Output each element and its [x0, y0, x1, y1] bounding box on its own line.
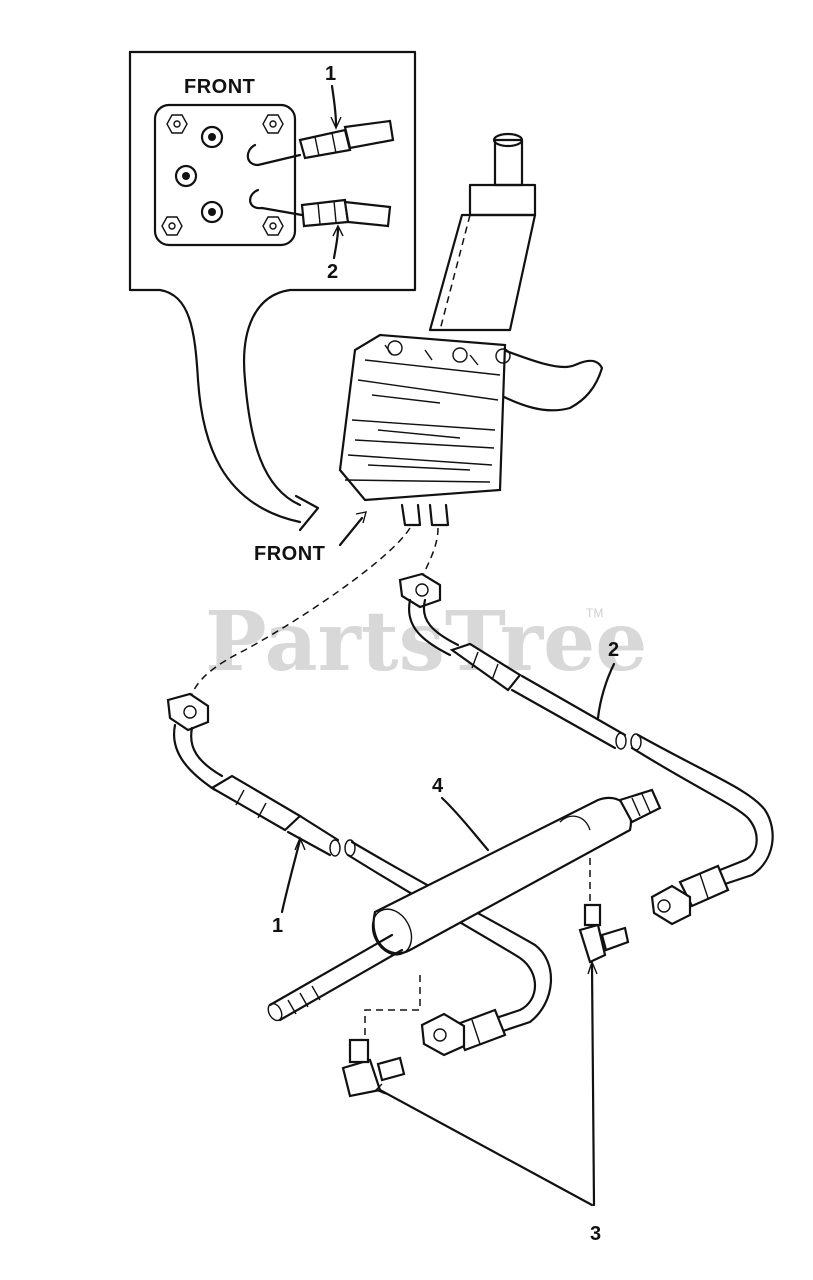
elbow-fitting-right [578, 903, 630, 964]
hose-2-callout: 2 [608, 639, 619, 661]
elbow-right-leader [590, 963, 596, 1207]
cylinder-callout: 4 [432, 775, 444, 797]
watermark-trademark: TM [586, 606, 603, 620]
hose-2: 2 [398, 572, 774, 926]
valve-port-right [428, 503, 450, 527]
plate-ports [174, 125, 224, 224]
elbow-fittings: 3 [341, 903, 630, 1245]
plate-bolts [161, 114, 284, 236]
valve-port-left [400, 503, 422, 527]
inset-callout-1: 1 [325, 63, 336, 85]
main-front-leader [338, 516, 364, 547]
cylinder-leader [440, 796, 490, 852]
inset-hose-1 [298, 119, 395, 160]
hose-1: 1 [166, 692, 553, 1057]
watermark: PartsTree TM [205, 594, 647, 690]
cylinder: 4 [267, 775, 662, 1022]
elbow-left-leader [378, 1088, 594, 1207]
elbow-fitting-left [341, 1038, 406, 1098]
valve-bolts [387, 340, 511, 364]
inset-hose-2 [300, 198, 392, 228]
steering-valve: FRONT [254, 132, 604, 565]
hose-1-callout: 1 [272, 915, 283, 937]
watermark-text: PartsTree [205, 594, 647, 690]
inset-callout: FRONT [128, 50, 417, 532]
hose-2-leader [596, 662, 616, 720]
inset-callout-2: 2 [327, 261, 338, 283]
elbow-callout: 3 [590, 1223, 601, 1245]
inset-elbow-2 [249, 188, 304, 217]
port-plate [153, 103, 297, 247]
inset-pointer-arrow [294, 494, 320, 532]
inset-elbow-1 [246, 143, 302, 167]
hose-1-leader [280, 838, 302, 914]
inset-callout-1-leader [330, 84, 338, 127]
inset-front-label: FRONT [184, 76, 255, 98]
connection-lines [189, 527, 591, 1040]
main-front-label: FRONT [254, 543, 325, 565]
inset-callout-2-leader [332, 226, 340, 260]
